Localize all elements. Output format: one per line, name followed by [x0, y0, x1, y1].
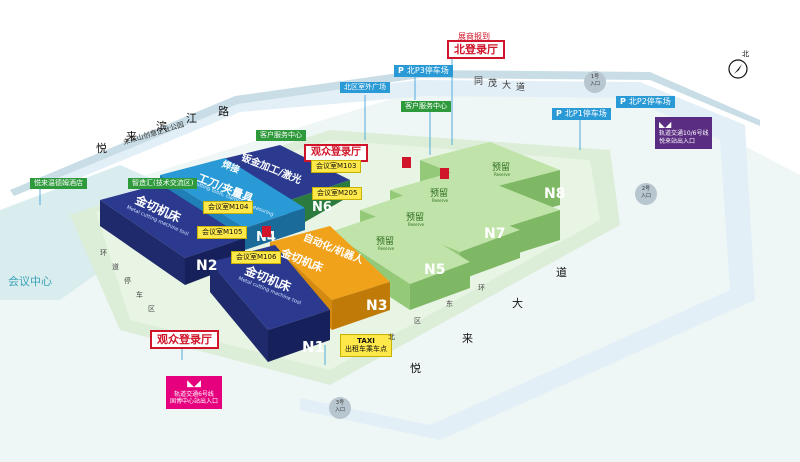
road-outer [10, 70, 760, 196]
hall-n5-title: 预留 [376, 237, 395, 247]
parking-icon: P [556, 109, 562, 118]
gate-2[interactable]: 2号入口 [635, 183, 657, 205]
taxi-title: TAXI [357, 337, 375, 345]
hall-n7-subtitle: Reserve [408, 222, 425, 227]
compass: 北 [726, 50, 750, 79]
hall-n8-subtitle: Reserve [432, 198, 449, 203]
hall-n8-label: N8 [544, 186, 566, 202]
metro-icon: ◣◢ [659, 120, 672, 129]
parking-icon: P [398, 66, 404, 75]
hall-n1[interactable] [210, 245, 330, 362]
meeting-room-m205[interactable]: 会议室M205 [312, 187, 363, 200]
smart-exchange-zone[interactable]: 智造汇(技术交流区) [128, 178, 198, 189]
hall-n3-label: N3 [366, 298, 388, 314]
metro-exit-yuelai[interactable]: ◣◢ 轨道交通10/6号线 悦来站出入口 [655, 117, 713, 149]
north-registration-hall[interactable]: 北登录厅 [447, 40, 505, 59]
gate-1[interactable]: 1号入口 [584, 71, 606, 93]
restroom-icon [262, 226, 271, 237]
hall-n6-label: N6 [312, 200, 332, 215]
metro-yuelai-line: 轨道交通10/6号线 [659, 130, 709, 138]
conference-center: 会议中心 [8, 275, 52, 288]
parking-p1-label: 北P1停车场 [564, 109, 607, 118]
customer-service-top[interactable]: 客户服务中心 [256, 130, 306, 141]
hall-n9-title: 预留 [492, 163, 511, 173]
hall-n8-title: 预留 [430, 189, 449, 199]
gate-3[interactable]: 3号入口 [329, 397, 351, 419]
hall-n5-subtitle: Reserve [378, 246, 395, 251]
metro-exit-guobo[interactable]: ◣◢ 轨道交通6号线 国博中心站出入口 [166, 376, 223, 410]
meeting-room-m104[interactable]: 会议室M104 [203, 201, 254, 214]
compass-icon [728, 59, 748, 79]
restroom-icon [440, 168, 449, 179]
metro-guobo-exit: 国博中心站出入口 [170, 398, 219, 406]
metro-icon: ◣◢ [187, 379, 201, 389]
metro-yuelai-exit: 悦来站出入口 [659, 138, 696, 146]
parking-p2-label: 北P2停车场 [628, 97, 671, 106]
meeting-room-m106[interactable]: 会议室M106 [231, 251, 282, 264]
taxi-point[interactable]: TAXI 出租车乘车点 [340, 334, 392, 357]
hall-n7-label: N7 [484, 226, 506, 242]
meeting-room-m105[interactable]: 会议室M105 [197, 226, 248, 239]
hall-n7-title: 预留 [406, 213, 425, 223]
parking-p3-label: 北P3停车场 [406, 66, 449, 75]
customer-service-right[interactable]: 客户服务中心 [401, 101, 451, 112]
compass-north-label: 北 [742, 50, 749, 58]
hall-n5-label: N5 [424, 262, 446, 278]
hotel-label[interactable]: 悦来温德姆酒店 [30, 178, 87, 189]
visitor-registration-bottom[interactable]: 观众登录厅 [150, 330, 219, 349]
metro-guobo-line: 轨道交通6号线 [174, 390, 214, 398]
taxi-label: 出租车乘车点 [345, 345, 387, 354]
hall-n2-label: N2 [196, 258, 218, 274]
restroom-icon [402, 157, 411, 168]
parking-icon: P [620, 97, 626, 106]
hall-n9-subtitle: Reserve [494, 172, 511, 177]
north-registration-caption: 展商报到 [458, 32, 490, 41]
road-ring [40, 80, 755, 440]
north-plaza[interactable]: 北区室外广场 [340, 82, 390, 93]
hall-n1-label: N1 [302, 338, 325, 356]
meeting-room-m103[interactable]: 会议室M103 [311, 160, 362, 173]
